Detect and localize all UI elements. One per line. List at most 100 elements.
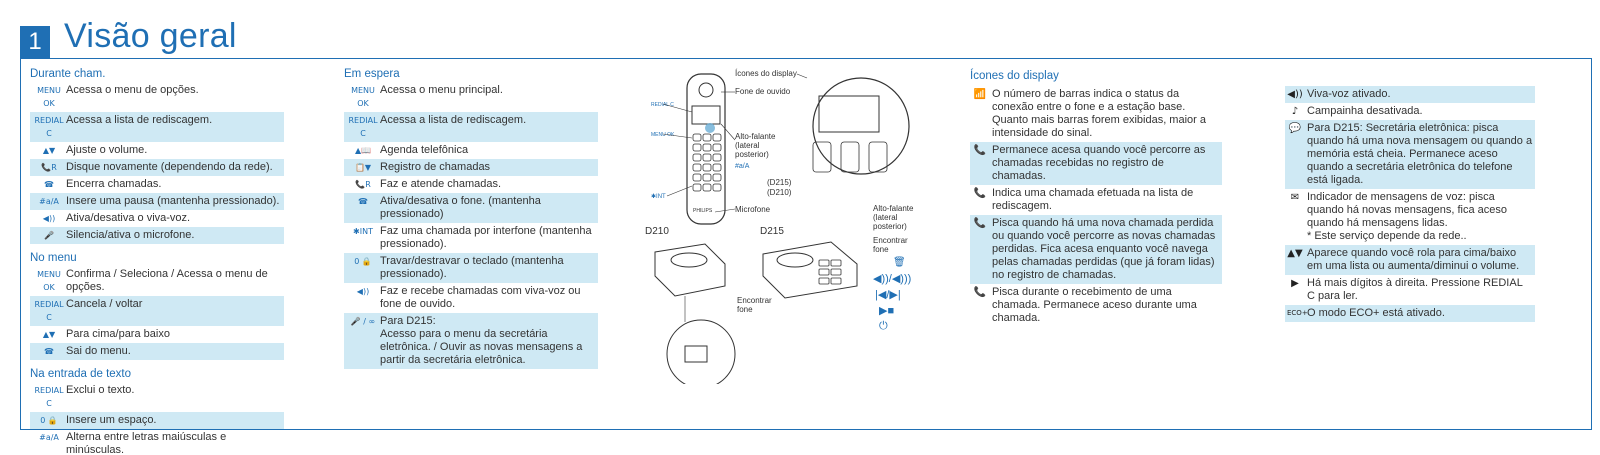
function-description: Confirma / Seleciona / Acessa o menu de … <box>66 268 268 293</box>
display-icon: 📞 <box>973 145 987 156</box>
key-icon: REDIAL C <box>348 116 378 138</box>
display-icon: 📞 <box>973 188 987 199</box>
function-description: Ajuste o volume. <box>66 144 148 156</box>
find-label-wrap: Encontrar fone <box>737 296 772 314</box>
key-icon: 🎤 / ∞ <box>350 317 376 326</box>
icon-row: ▲▼Aparece quando você rola para cima/bai… <box>1285 245 1535 275</box>
base-speaker-wrap: Alto-falante (lateral posterior) <box>873 204 913 231</box>
function-row: ☎Sai do menu. <box>30 343 284 360</box>
display-icons-leader <box>796 73 808 79</box>
page-header: 1 Visão geral <box>20 14 1592 60</box>
function-row: ▲▼ Ajuste o volume. <box>30 142 284 159</box>
volume-keys-icon: ◀))/◀))) <box>873 273 911 285</box>
key-icon: ▲▼ <box>42 330 56 339</box>
d210-port <box>684 345 708 363</box>
function-description: Travar/destravar o teclado (mantenha pre… <box>380 255 564 280</box>
label-find-handset-bottom: Encontrar fone <box>737 296 772 314</box>
function-description: Para D215: Acesso para o menu da secretá… <box>380 315 583 366</box>
zoom-circle <box>812 77 910 175</box>
function-description: Agenda telefônica <box>380 144 469 156</box>
function-description: Disque novamente (dependendo da rede). <box>66 161 273 173</box>
header-rule <box>20 58 1592 59</box>
icon-description: O modo ECO+ está ativado. <box>1307 307 1445 319</box>
function-row: ▲▼ Para cima/para baixo <box>30 326 284 343</box>
key-icon: #a/A <box>39 433 59 442</box>
d215-cradle <box>776 252 814 268</box>
function-description: Registro de chamadas <box>380 161 491 173</box>
d215-keys <box>818 259 842 285</box>
function-description: Insere um espaço. <box>66 414 157 426</box>
display-icon: ✉ <box>1290 192 1300 203</box>
function-row: ◀))Ativa/desativa o viva-voz. <box>30 210 284 227</box>
display-icon: ECO+ <box>1287 309 1308 317</box>
function-row: 🎤Silencia/ativa o microfone. <box>30 227 284 244</box>
section-title: Em espera <box>344 68 400 80</box>
function-description: Ativa/desativa o fone. (mantenha pressio… <box>380 195 541 220</box>
function-description: Acessa o menu principal. <box>380 84 503 96</box>
icon-row: ▶Há mais dígitos à direita. Pressione RE… <box>1285 275 1535 305</box>
key-icon: 📞R <box>355 180 371 189</box>
speaker-label-wrap: Alto-falante (lateral posterior) <box>735 132 776 159</box>
find-top-wrap: Encontrar fone <box>873 236 908 254</box>
icon-row: 💬 Para D215: Secretária eletrônica: pisca… <box>1285 120 1535 189</box>
display-icon: ▲▼ <box>1287 248 1303 259</box>
icon-description: Indicador de mensagens de voz: pisca qua… <box>1307 191 1507 242</box>
function-description: Faz e recebe chamadas com viva-voz ou fo… <box>380 285 581 310</box>
function-description: Silencia/ativa o microfone. <box>66 229 195 241</box>
function-description: Para cima/para baixo <box>66 328 170 340</box>
icon-row: ♪Campainha desativada. <box>1285 103 1535 120</box>
function-description: Alterna entre letras maiúsculas e minúsc… <box>66 431 227 455</box>
function-row: ☎ Encerra chamadas. <box>30 176 284 193</box>
label-earpiece: Fone de ouvido <box>735 87 791 96</box>
key-icon: 0 🔒 <box>40 416 58 425</box>
key-icon: MENU OK <box>37 86 61 108</box>
label-key-star: ✱INT <box>651 193 666 200</box>
label-find-handset-top: Encontrar fone <box>873 236 908 254</box>
icon-row: 📞Permanece acesa quando você percorre as… <box>970 142 1222 185</box>
key-icon: ◀)) <box>356 287 370 296</box>
icon-description: O número de barras indica o status da co… <box>992 88 1206 139</box>
icon-description: Para D215: Secretária eletrônica: pisca … <box>1307 122 1533 186</box>
label-speaker: Alto-falante (lateral posterior) <box>735 132 776 159</box>
label-key-redial: REDIAL C <box>651 102 674 108</box>
d210-back-zoom <box>666 319 736 389</box>
function-description: Encerra chamadas. <box>66 178 162 190</box>
section-title: Na entrada de texto <box>30 368 132 380</box>
column-display-icons-cont: ◀))Viva-voz ativado.♪Campainha desativad… <box>1285 86 1535 322</box>
function-description: Insere uma pausa (mantenha pressionado). <box>66 195 280 207</box>
key-icon: ☎ <box>44 347 54 356</box>
handset-brand: PHILIPS <box>693 208 713 214</box>
delete-icon: 🗑 <box>893 256 906 268</box>
function-row: ☎ Ativa/desativa o fone. (mantenha pressi… <box>344 193 598 223</box>
display-icon: 💬 <box>1288 123 1302 134</box>
function-row: 📋▼Registro de chamadas <box>344 159 598 176</box>
icon-description: Há mais dígitos à direita. Pressione RED… <box>1307 277 1523 302</box>
label-d210: D210 <box>645 226 669 237</box>
key-icon: ▲▼ <box>42 146 56 155</box>
label-key-hash: #a/A <box>735 163 750 170</box>
icon-row: ✉ Indicador de mensagens de voz: pisca qu… <box>1285 189 1535 245</box>
icon-description: Indica uma chamada efetuada na lista de … <box>992 187 1194 212</box>
label-microphone: Microfone <box>735 205 771 214</box>
display-icon: 📞 <box>973 218 987 229</box>
key-icon: ✱INT <box>353 227 373 236</box>
key-icon: ☎ <box>358 197 368 206</box>
label-d215: D215 <box>760 226 784 237</box>
zoom-screen <box>818 95 880 133</box>
key-icon: REDIAL C <box>34 386 64 408</box>
section-title: Durante cham. <box>30 68 106 80</box>
icon-description: Pisca durante o recebimento de uma chama… <box>992 286 1197 324</box>
section-title: Ícones do display <box>970 70 1059 82</box>
icon-row: 📞 Indica uma chamada efetuada na lista de… <box>970 185 1222 215</box>
handset-screen <box>691 105 721 125</box>
function-description: Acessa a lista de rediscagem. <box>66 114 213 126</box>
label-display-icons: Ícones do display <box>735 69 797 78</box>
key-icon: ☎ <box>44 180 54 189</box>
